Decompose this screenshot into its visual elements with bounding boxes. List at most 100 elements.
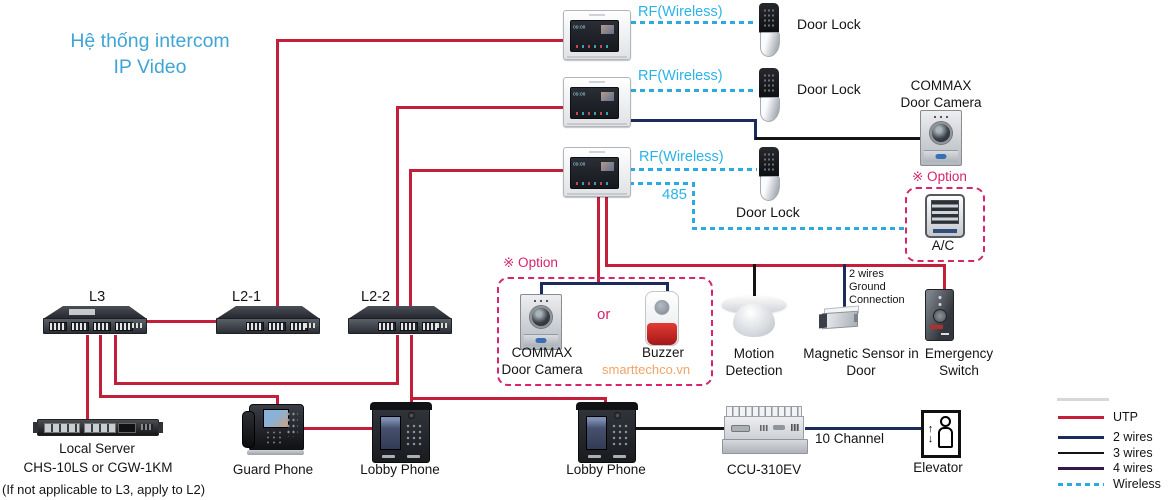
server-port-group — [44, 423, 80, 433]
phone-keypad — [265, 430, 285, 444]
lobby-phone-1-label: Lobby Phone — [360, 462, 440, 477]
legend-line-utp — [1058, 416, 1104, 419]
door-camera-option-label: COMMAX Door Camera — [501, 345, 583, 377]
channel-label: 10 Channel — [815, 431, 885, 446]
sensor-bracket — [854, 314, 858, 322]
wire-utp-sensor-bus — [605, 264, 946, 267]
legend-label-wireless: Wireless — [1113, 477, 1161, 491]
wire-utp-monitor3-l22-drop — [409, 169, 412, 316]
wire-2w-option-buzzer-drop — [666, 282, 669, 294]
switch-uplink-ports — [437, 323, 447, 328]
wire-utp-guard-drop — [276, 395, 279, 405]
camera-lens — [530, 306, 552, 328]
ac-louvers — [931, 200, 959, 224]
wire-2w-option-bus — [540, 282, 669, 285]
monitor-screen: 09:08 — [570, 157, 619, 189]
indoor-monitor-2: 09:08 — [563, 77, 631, 127]
wire-utp-l22-lobby-drop — [410, 335, 413, 405]
switch-uplink-ports — [132, 323, 142, 328]
lobby-phone-2-label: Lobby Phone — [566, 462, 646, 477]
lobby-speaker — [407, 455, 420, 458]
switch-button — [932, 309, 947, 323]
magnetic-sensor-label: Magnetic Sensor in Door — [803, 346, 919, 378]
dome-cap — [733, 303, 775, 337]
door-lock-keypad — [759, 68, 779, 98]
wire-485-seg3 — [692, 227, 908, 230]
legend-line-3wires — [1058, 452, 1104, 454]
legend-label-utp: UTP — [1113, 410, 1138, 424]
guard-phone-label: Guard Phone — [232, 462, 314, 477]
or-label: or — [597, 306, 611, 323]
monitor-clock: 09:08 — [573, 91, 586, 97]
switch-uplink-ports — [305, 323, 315, 328]
wire-rf-monitor3-lock3 — [630, 168, 757, 171]
server-buttons — [141, 424, 153, 430]
indoor-monitor-1: 09:08 — [563, 10, 631, 60]
switch-ports — [246, 322, 308, 331]
ac-display-strip — [933, 229, 957, 233]
wire-rf-monitor2-lock2 — [631, 89, 757, 92]
sensor-end-cap — [819, 313, 827, 329]
wire-utp-monitor1-l21 — [277, 39, 564, 42]
down-arrow-icon: ↓ — [927, 433, 934, 445]
ccu-device — [722, 406, 808, 454]
magnetic-wiring-note: 2 wires Ground Connection — [849, 268, 905, 306]
local-server-note: (If not applicable to L3, apply to L2) — [2, 482, 206, 497]
legend-line-wireless — [1058, 483, 1104, 486]
switch-l2-2-label: L2-2 — [361, 289, 391, 305]
lobby-keypad — [405, 423, 422, 448]
monitor-video-thumbnail — [601, 162, 614, 171]
phone-handset — [242, 411, 255, 448]
door-lock-3 — [757, 147, 781, 201]
rf-wireless-label-2: RF(Wireless) — [638, 68, 723, 84]
switch-l2-2 — [348, 306, 452, 334]
wire-utp-monitor3-l22 — [410, 169, 564, 172]
wire-utp-guard-lobby1 — [301, 427, 373, 430]
switch-marking — [941, 333, 949, 335]
wire-utp-lobby2-drop — [604, 397, 607, 406]
lobby-phone-1-device — [370, 402, 432, 463]
lobby-speaker — [382, 455, 395, 458]
elevator-icon: ↑↓ — [921, 410, 961, 458]
monitor-softkeys — [576, 182, 612, 185]
switch-ports — [378, 322, 440, 331]
lobby-screen — [586, 416, 607, 450]
wire-2w-monitor2-camera-drop — [754, 119, 757, 140]
legend-divider — [1057, 398, 1109, 401]
motion-detection-label: Motion Detection — [725, 346, 783, 378]
up-arrow-icon: ↑ — [927, 423, 934, 435]
monitor-softkeys — [576, 112, 612, 115]
wire-utp-monitor1-l21-drop — [276, 39, 279, 316]
sensor-body — [822, 310, 858, 330]
switch-top-face — [43, 306, 147, 319]
ac-label: A/C — [931, 238, 955, 253]
wire-3w-motion-drop — [753, 264, 756, 300]
wire-utp-l3-l21 — [146, 320, 220, 323]
door-lock-handle — [760, 176, 780, 201]
lobby-speaker — [613, 455, 626, 458]
door-lock-label-3: Door Lock — [736, 204, 800, 220]
lobby-phone-2-device — [576, 402, 638, 463]
monitor-screen: 09:08 — [570, 87, 619, 119]
camera-lens — [930, 122, 952, 144]
local-server-models-label: CHS-10LS or CGW-1KM — [23, 460, 173, 475]
monitor-video-thumbnail — [601, 92, 614, 101]
door-lock-2 — [757, 68, 781, 122]
door-camera-top-label: COMMAX Door Camera — [900, 78, 982, 110]
wire-utp-l3-guard-drop — [99, 335, 102, 397]
emergency-switch-device — [925, 289, 954, 341]
door-lock-label-1: Door Lock — [797, 16, 861, 32]
local-server-label: Local Server — [59, 441, 135, 456]
person-head — [940, 416, 951, 427]
wire-rf-monitor1-lock1 — [631, 21, 757, 24]
ccu-label: CCU-310EV — [726, 462, 802, 477]
wire-utp-l3-l22-bottom — [114, 382, 399, 385]
monitor-video-thumbnail — [601, 25, 614, 34]
switch-l2-1 — [216, 306, 320, 334]
door-lock-keypad — [759, 3, 779, 33]
rf-wireless-label-3: RF(Wireless) — [639, 149, 724, 165]
buzzer-label: Buzzer — [641, 345, 685, 360]
phone-base — [247, 450, 304, 455]
magnetic-sensor — [818, 303, 860, 331]
switch-l2-1-label: L2-1 — [232, 289, 262, 305]
